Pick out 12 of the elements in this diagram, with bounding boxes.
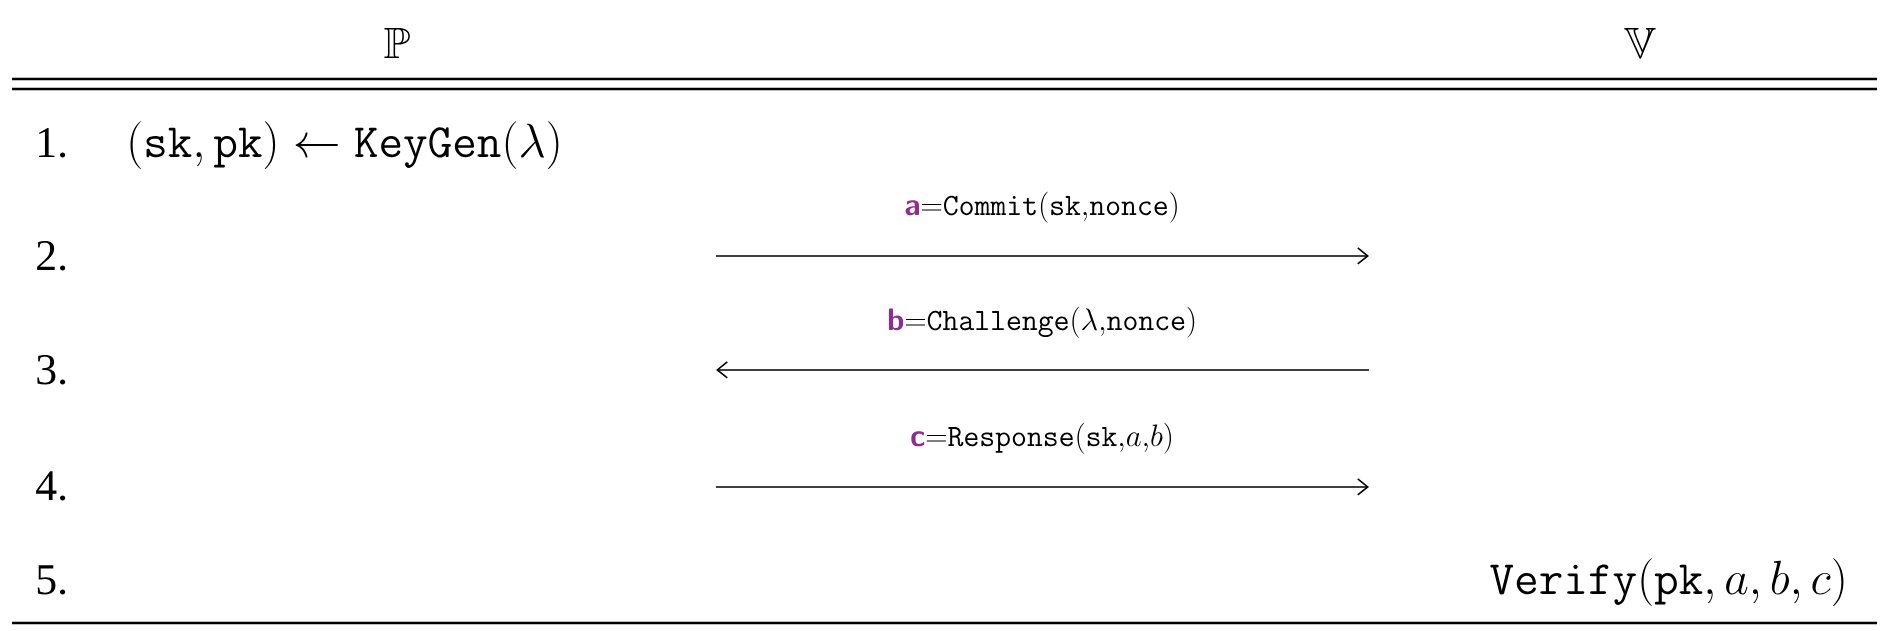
step-number: 3. (37, 355, 66, 385)
message-label: ${\color[HTML]{8E2C91}\textsf{\textbf{a}}}{=}\mathtt{Commit}(\mathtt{sk}{,}\mathtt{nonce})$ (905, 191, 1177, 223)
step-number: 5. (37, 565, 66, 595)
message-label: ${\color[HTML]{8E2C91}\textsf{\textbf{b}}}{=}\mathtt{Challenge}(\lambda{,}\mathtt{nonce})$ (888, 306, 1195, 338)
formula: $\mathtt{Verify}(\mathtt{pk},a,b,c)$ (1490, 558, 1844, 606)
step-number: 1. (39, 128, 66, 158)
step-number: 4. (36, 471, 66, 501)
message-label: ${\color[HTML]{8E2C91}\textsf{\textbf{c}}}{=}\mathtt{Response}(\mathtt{sk}{,}a{,}b)$ (911, 422, 1172, 454)
party-label: $\mathbb{V}$ (1624, 28, 1656, 59)
party-label: $\mathbb{P}$ (384, 28, 410, 58)
formula: $(\mathtt{sk},\mathtt{pk}) \leftarrow \mathtt{KeyGen}(\lambda)$ (130, 121, 559, 169)
step-number: 2. (37, 241, 66, 271)
